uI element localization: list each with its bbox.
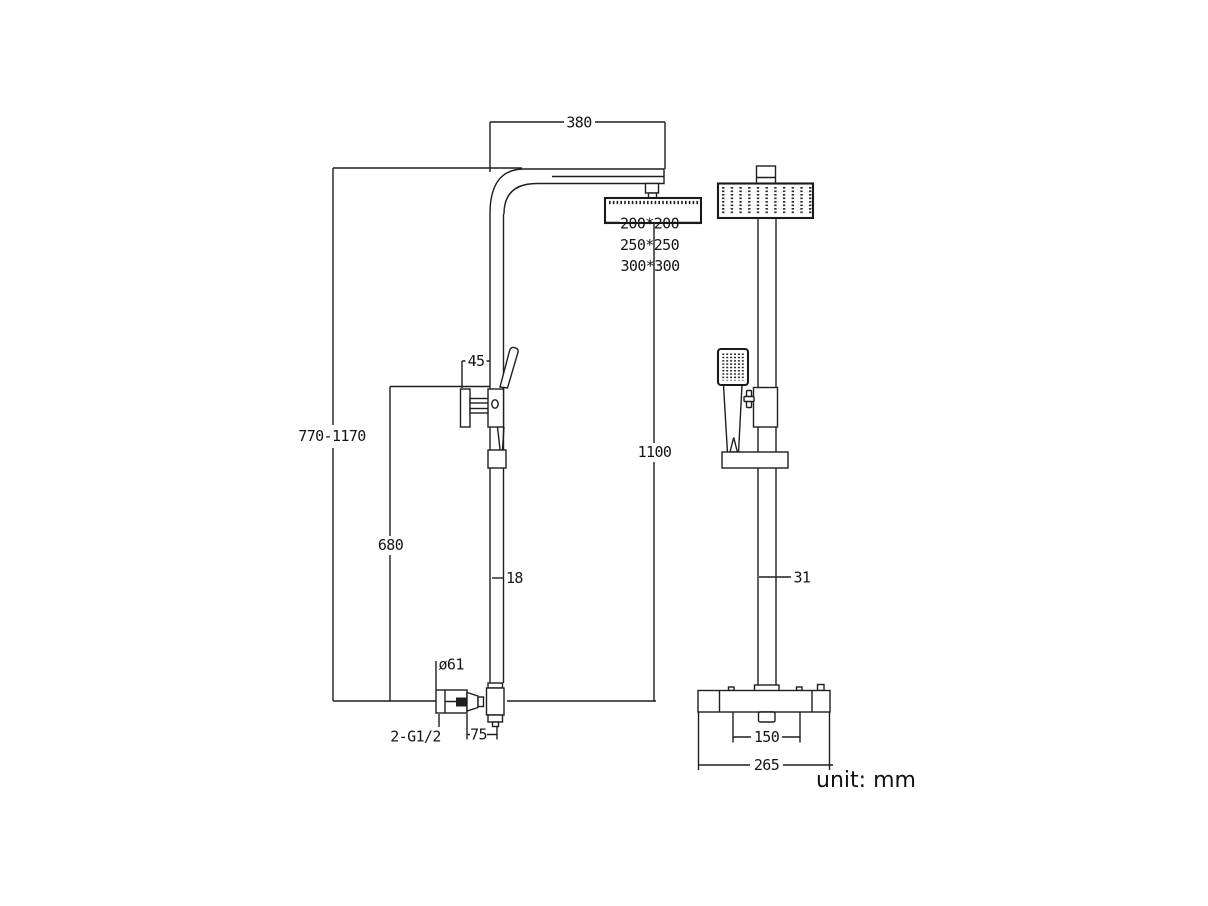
label-inlet-thread: 2-G1/2 <box>390 714 441 746</box>
head-size-option-1: 200*200 <box>620 215 680 233</box>
label-pipe-width: 18 <box>492 569 524 587</box>
dim-bracket-to-valve: 680 <box>378 386 404 701</box>
riser-pipe <box>489 214 505 683</box>
front-view: 31 150 265 <box>697 165 833 774</box>
dim-inlet-spacing-label: 150 <box>754 728 780 746</box>
dim-inlet-spacing: 150 <box>732 712 801 746</box>
dim-inlet-thread-label: 2-G1/2 <box>390 728 441 746</box>
dim-bracket-offset: 45 <box>461 352 490 388</box>
label-escutcheon-diameter: ø61 <box>435 656 465 690</box>
dim-valve-width: 265 <box>697 712 833 774</box>
dim-head-to-valve: 1100 <box>638 183 673 701</box>
side-view: 380 1100 200*200 250*250 300*300 <box>298 114 703 746</box>
mixer-valve-front <box>697 683 831 723</box>
dim-riser-height-range: 770-1170 <box>298 168 367 701</box>
rain-shower-head-front <box>716 165 815 220</box>
mixer-valve-side <box>435 682 505 728</box>
label-bar-width: 31 <box>759 569 812 587</box>
head-size-option-3: 300*300 <box>620 257 680 275</box>
dim-pipe-width-label: 18 <box>506 569 523 587</box>
reference-lines <box>333 167 656 702</box>
dim-valve-width-label: 265 <box>754 756 779 774</box>
shower-arm <box>489 168 665 215</box>
dim-bracket-to-valve-label: 680 <box>378 536 404 554</box>
dim-arm-length: 380 <box>489 114 666 172</box>
rain-shower-head-side: 200*200 250*250 300*300 <box>603 182 703 275</box>
dim-riser-height-range-label: 770-1170 <box>298 427 366 445</box>
slider-bracket-front <box>743 386 779 428</box>
hand-shower-side <box>459 346 519 469</box>
dim-wall-to-pipe: 75 <box>466 714 498 744</box>
hand-shower-front <box>716 347 750 454</box>
head-size-option-2: 250*250 <box>620 236 680 254</box>
dim-wall-to-pipe-label: 75 <box>470 726 487 744</box>
unit-note: unit: mm <box>816 768 916 793</box>
dim-bracket-offset-label: 45 <box>468 352 485 370</box>
dim-escutcheon-diameter-label: ø61 <box>439 656 465 674</box>
dim-head-to-valve-label: 1100 <box>638 443 672 461</box>
dim-arm-length-label: 380 <box>566 114 592 132</box>
soap-shelf-front <box>721 451 789 469</box>
dim-bar-width-label: 31 <box>794 569 811 587</box>
